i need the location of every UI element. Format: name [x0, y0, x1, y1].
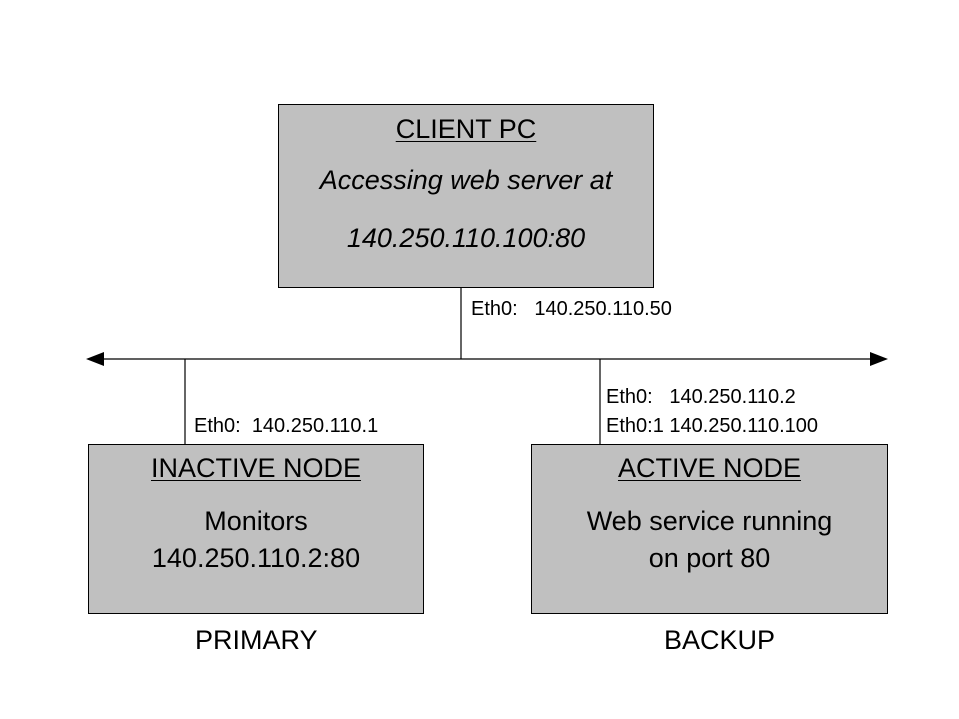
active-node-line1: Web service running [586, 506, 833, 536]
active-node-eth0-label: Eth0: 140.250.110.2 [606, 386, 796, 408]
client-pc-box: CLIENT PC Accessing web server at 140.25… [278, 104, 654, 288]
inactive-node-line1: Monitors [204, 506, 308, 536]
active-node-eth1-label: Eth0:1 140.250.110.100 [606, 415, 819, 437]
client-pc-line2: 140.250.110.100:80 [346, 223, 586, 253]
inactive-node-eth-label: Eth0: 140.250.110.1 [194, 415, 379, 437]
bus-left-arrowhead [86, 352, 104, 366]
bus-right-arrowhead [870, 352, 888, 366]
client-pc-title: CLIENT PC [395, 114, 537, 144]
inactive-node-line2: 140.250.110.2:80 [151, 543, 361, 573]
backup-role-label: BACKUP [664, 625, 776, 655]
client-pc-line1: Accessing web server at [319, 165, 613, 195]
inactive-node-box: INACTIVE NODE Monitors 140.250.110.2:80 [88, 444, 424, 614]
primary-role-label: PRIMARY [195, 625, 318, 655]
active-node-line2: on port 80 [648, 543, 771, 573]
active-node-title: ACTIVE NODE [617, 453, 802, 483]
client-eth-label: Eth0: 140.250.110.50 [471, 298, 672, 320]
inactive-node-title: INACTIVE NODE [150, 453, 362, 483]
active-node-box: ACTIVE NODE Web service running on port … [531, 444, 888, 614]
